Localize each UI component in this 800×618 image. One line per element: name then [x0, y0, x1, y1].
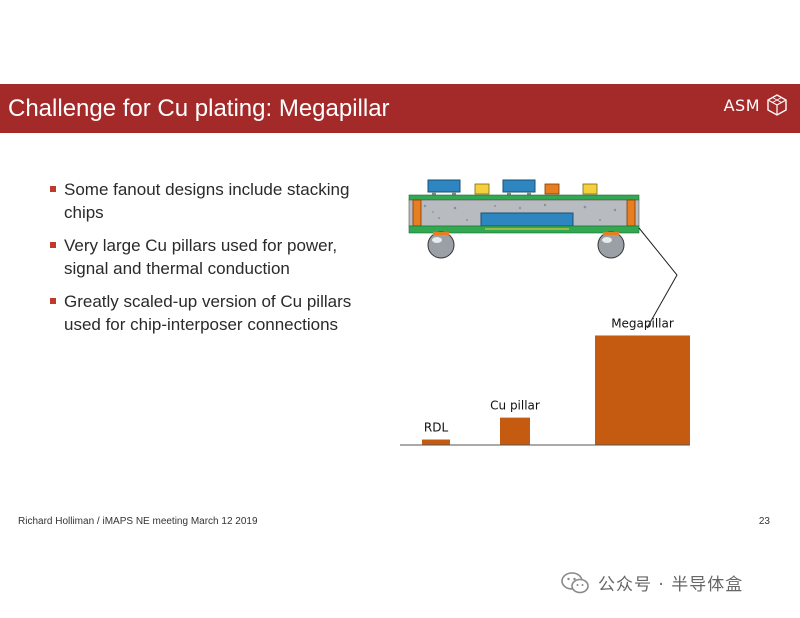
top-chip-blue	[502, 179, 536, 193]
asm-cube-icon	[767, 94, 787, 116]
top-component-orange	[544, 183, 560, 195]
bullet-list: Some fanout designs include stacking chi…	[48, 178, 368, 346]
bar-cu-pillar	[500, 417, 530, 445]
bullet-item: Very large Cu pillars used for power, si…	[48, 234, 368, 280]
solder-ball-right	[597, 231, 625, 259]
footer-credit: Richard Holliman / iMAPS NE meeting Marc…	[18, 516, 258, 527]
bullet-marker	[50, 242, 56, 248]
bar-chart: RDL Cu pillar Megapillar	[422, 316, 690, 445]
bullet-text: Some fanout designs include stacking chi…	[64, 180, 350, 222]
top-chip-blue	[427, 179, 461, 193]
top-chip-leg	[452, 192, 456, 196]
top-component-yellow	[582, 183, 598, 195]
bullet-marker	[50, 186, 56, 192]
top-substrate	[408, 194, 640, 201]
bar-label: Megapillar	[611, 316, 674, 330]
megapillar-left	[412, 199, 422, 227]
top-chip-leg	[527, 192, 531, 196]
bullet-text: Greatly scaled-up version of Cu pillars …	[64, 292, 352, 334]
solder-ball-highlight	[602, 237, 612, 243]
asm-logo: ASM	[724, 94, 788, 116]
embedded-chip	[480, 212, 574, 227]
bullet-marker	[50, 298, 56, 304]
bullet-item: Greatly scaled-up version of Cu pillars …	[48, 290, 368, 336]
bullet-item: Some fanout designs include stacking chi…	[48, 178, 368, 224]
title-bar: Challenge for Cu plating: Megapillar ASM	[0, 84, 800, 133]
callout-line	[638, 227, 678, 329]
wechat-icon	[561, 571, 589, 593]
bar-rdl	[422, 439, 450, 445]
solder-ball-highlight	[432, 237, 442, 243]
wechat-watermark: 公众号 · 半导体盒	[560, 570, 743, 595]
fanout-package-cross-section	[408, 179, 640, 259]
mold-texture	[423, 203, 617, 221]
ball-pad	[433, 232, 449, 235]
page-number: 23	[758, 516, 770, 527]
solder-ball-left	[427, 231, 455, 259]
top-chip-leg	[432, 192, 436, 196]
top-chip-leg	[507, 192, 511, 196]
package-diagram-and-chart: RDL Cu pillar Megapillar	[400, 179, 690, 446]
megapillar-right	[626, 199, 636, 227]
logo-text: ASM	[723, 95, 760, 115]
bullet-text: Very large Cu pillars used for power, si…	[64, 236, 338, 278]
ball-pad	[603, 232, 619, 235]
watermark-text: 公众号 · 半导体盒	[598, 575, 744, 595]
bar-megapillar	[595, 335, 690, 445]
bar-label: Cu pillar	[490, 399, 540, 413]
slide-title: Challenge for Cu plating: Megapillar	[8, 94, 390, 122]
bar-label: RDL	[424, 421, 449, 435]
top-component-yellow	[474, 183, 490, 195]
